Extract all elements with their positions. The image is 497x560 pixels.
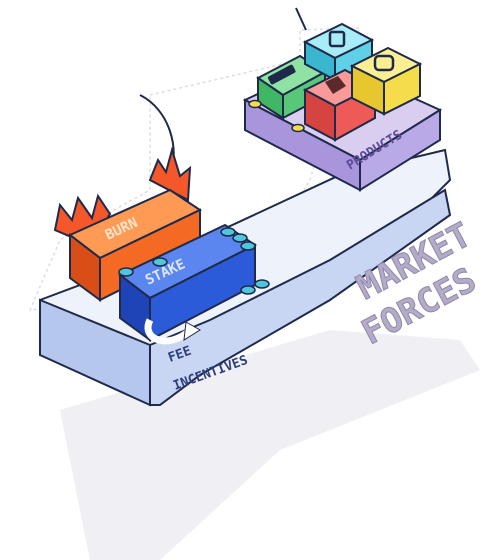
square-logo-icon — [328, 30, 346, 48]
coin — [248, 99, 262, 109]
platform-left — [39, 298, 151, 407]
coin — [291, 123, 305, 133]
coin — [240, 285, 256, 295]
platform-front — [149, 188, 452, 406]
coin-stack — [118, 99, 305, 295]
brand-logo-tile-icon — [267, 64, 296, 85]
coin — [220, 227, 236, 237]
coin — [232, 233, 248, 243]
coin — [240, 241, 256, 251]
products-tray-side — [359, 108, 441, 192]
coin — [152, 257, 168, 267]
coin — [118, 267, 134, 277]
top-arrow-stroke — [295, 7, 307, 31]
emblem-logo-icon — [325, 76, 346, 94]
cycle-arrowhead-icon — [183, 321, 201, 341]
product-tile-yellow — [349, 46, 423, 116]
rounded-square-icon — [373, 54, 395, 72]
flame-right — [148, 146, 192, 202]
cycle-arrow-icon — [144, 318, 193, 345]
coin — [254, 279, 270, 289]
